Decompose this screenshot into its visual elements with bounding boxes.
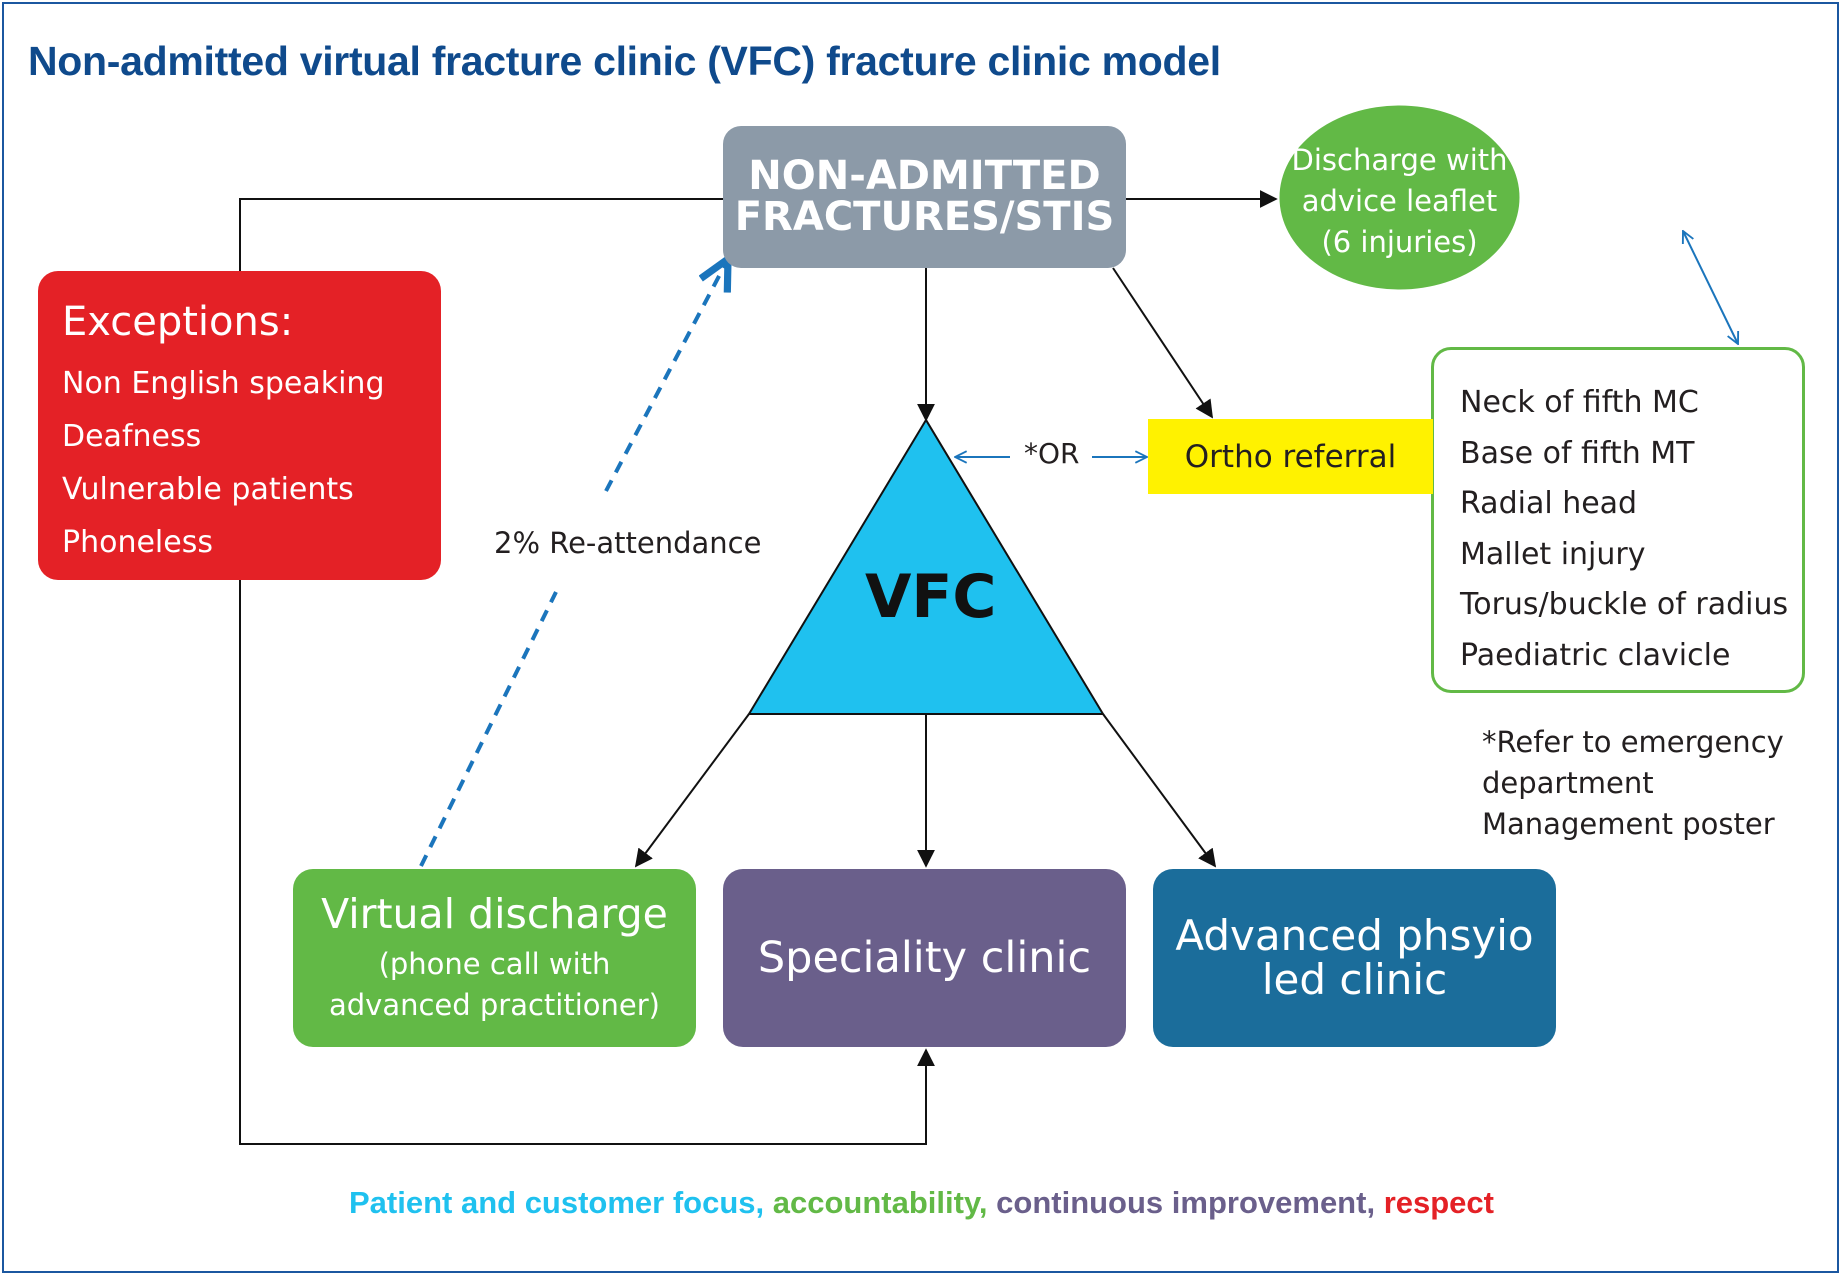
note-line2: department: [1482, 766, 1654, 800]
injury-item: Paediatric clavicle: [1460, 637, 1731, 673]
reattendance-arrow-upper: [604, 259, 728, 492]
footer-value-patient: Patient and customer focus,: [349, 1185, 765, 1220]
non-admitted-line1: NON-ADMITTED: [748, 153, 1101, 199]
injury-item: Base of fifth MT: [1460, 435, 1695, 471]
exceptions-heading: Exceptions:: [62, 299, 294, 345]
arrow-to-ortho-referral: [1112, 267, 1213, 419]
discharge-leaflet-line1: Discharge with: [1291, 143, 1508, 177]
exception-item: Phoneless: [62, 525, 213, 560]
virtual-discharge-title: Virtual discharge: [321, 890, 668, 938]
reattendance-arrow-lower: [419, 591, 558, 867]
virtual-discharge-box: Virtual discharge (phone call with advan…: [293, 869, 696, 1047]
exception-item: Deafness: [62, 419, 202, 454]
discharge-leaflet-node: Discharge with advice leaflet (6 injurie…: [1278, 104, 1521, 291]
physio-clinic-line1: Advanced phsyio: [1175, 911, 1534, 960]
vfc-label: VFC: [865, 562, 997, 632]
exception-item: Vulnerable patients: [62, 472, 354, 507]
injury-list-box: Neck of fifth MC Base of fifth MT Radial…: [1431, 347, 1805, 693]
or-label: *OR: [1024, 437, 1080, 470]
arrow-to-virtual-discharge: [634, 713, 750, 868]
injury-item: Mallet injury: [1460, 536, 1646, 572]
physio-clinic-box: Advanced phsyio led clinic: [1153, 869, 1556, 1047]
footer-value-respect: respect: [1383, 1185, 1494, 1220]
arrow-to-physio-clinic: [1102, 713, 1217, 868]
loop-connector: [239, 198, 935, 1145]
speciality-clinic-box: Speciality clinic: [723, 869, 1126, 1047]
diagram-title: Non-admitted virtual fracture clinic (VF…: [28, 38, 1221, 84]
note-line1: *Refer to emergency: [1482, 725, 1784, 759]
virtual-discharge-line2: advanced practitioner): [328, 988, 660, 1022]
reattendance-label: 2% Re-attendance: [494, 526, 762, 560]
leaflet-injury-link: [1683, 231, 1738, 344]
ortho-referral-label: Ortho referral: [1184, 438, 1397, 475]
discharge-leaflet-line3: (6 injuries): [1321, 225, 1478, 259]
injury-item: Torus/buckle of radius: [1460, 587, 1789, 622]
injury-item: Neck of fifth MC: [1460, 385, 1699, 420]
ortho-referral-box: Ortho referral: [1148, 419, 1433, 494]
values-footer: Patient and customer focus, accountabili…: [0, 1185, 1843, 1221]
discharge-leaflet-line2: advice leaflet: [1301, 184, 1498, 218]
footer-value-improvement: continuous improvement,: [996, 1185, 1376, 1220]
footer-value-accountability: accountability,: [772, 1185, 988, 1220]
speciality-clinic-label: Speciality clinic: [757, 933, 1092, 983]
non-admitted-line2: FRACTURES/STIS: [734, 194, 1115, 240]
note-line3: Management poster: [1482, 807, 1775, 841]
referral-note: *Refer to emergency department Managemen…: [1482, 722, 1784, 845]
discharge-leaflet-ellipse: [1279, 105, 1520, 290]
exception-item: Non English speaking: [62, 366, 385, 401]
physio-clinic-line2: led clinic: [1261, 955, 1448, 1004]
injury-item: Radial head: [1460, 486, 1638, 521]
non-admitted-fractures-box: NON-ADMITTED FRACTURES/STIS: [723, 126, 1126, 268]
exceptions-box: Exceptions: Non English speaking Deafnes…: [38, 271, 441, 580]
virtual-discharge-line1: (phone call with: [378, 947, 611, 981]
